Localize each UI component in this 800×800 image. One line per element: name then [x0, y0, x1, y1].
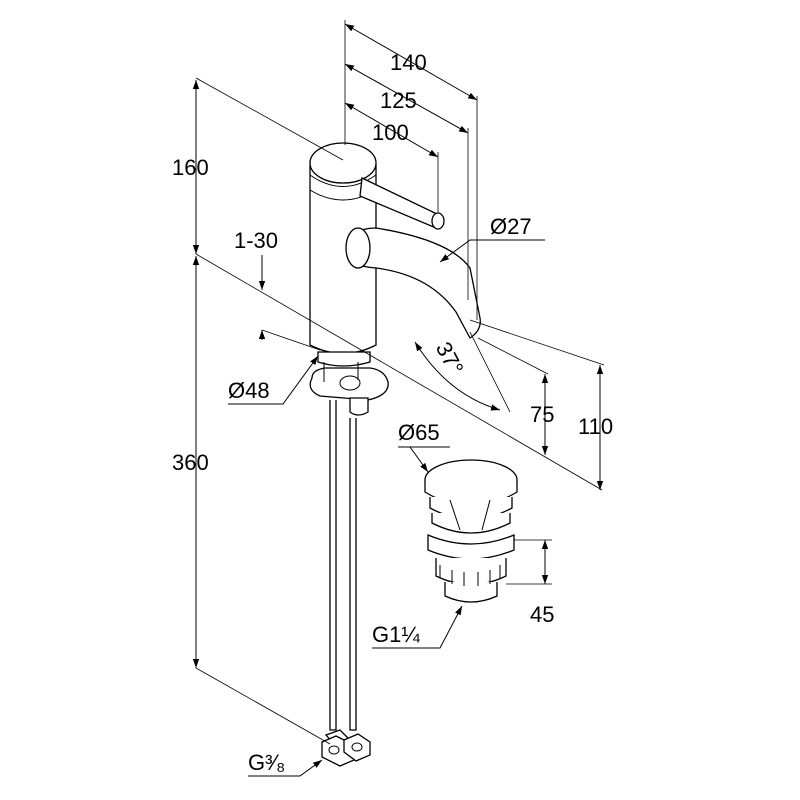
- dim-75: 75: [530, 402, 554, 427]
- dim-angle-37: 37°: [431, 338, 469, 379]
- pop-up-waste: [424, 459, 518, 603]
- thread-g1-1-4: G1¼: [372, 622, 420, 647]
- dimension-labels: 140 125 100 160 1-30 Ø27 Ø48 37° 75 110 …: [172, 50, 613, 775]
- faucet-body: [309, 142, 377, 355]
- dim-diameter-27: Ø27: [490, 214, 532, 239]
- dim-160: 160: [172, 155, 209, 180]
- dim-360: 360: [172, 450, 209, 475]
- dim-100: 100: [372, 120, 409, 145]
- lever-handle: [359, 177, 445, 230]
- dim-140: 140: [390, 50, 427, 75]
- dim-110: 110: [578, 414, 613, 439]
- dimension-lines: [192, 20, 605, 777]
- dim-45: 45: [530, 602, 554, 627]
- dim-125: 125: [380, 88, 417, 113]
- dim-1-30: 1-30: [234, 228, 278, 253]
- mounting-base: [309, 351, 389, 416]
- supply-hoses: [321, 400, 371, 767]
- dim-diameter-48: Ø48: [228, 378, 270, 403]
- thread-g3-8: G³⁄₈: [248, 750, 285, 775]
- dim-diameter-65: Ø65: [398, 420, 440, 445]
